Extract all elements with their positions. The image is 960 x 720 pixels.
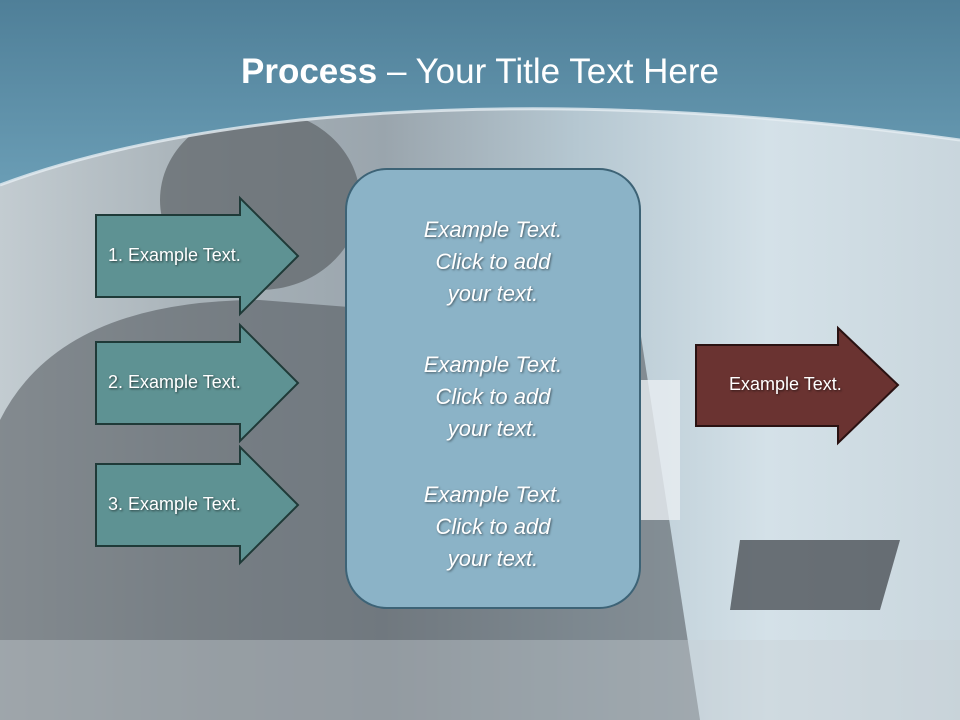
step-arrow-3[interactable]: [95, 444, 300, 566]
line: Click to add: [435, 384, 551, 409]
line: your text.: [447, 416, 539, 441]
center-text-box[interactable]: Example Text. Click to add your text. Ex…: [345, 168, 641, 609]
result-label: Example Text.: [729, 374, 842, 394]
center-paragraph-1: Example Text. Click to add your text.: [347, 214, 639, 310]
line: your text.: [447, 546, 539, 571]
step-label-1: 1. Example Text.: [108, 245, 241, 265]
line: Click to add: [435, 514, 551, 539]
line: Example Text.: [423, 217, 563, 242]
line: your text.: [447, 281, 539, 306]
step-label-3: 3. Example Text.: [108, 494, 241, 514]
step-label-2: 2. Example Text.: [108, 372, 241, 392]
center-paragraph-2: Example Text. Click to add your text.: [347, 349, 639, 445]
slide-title: Process – Your Title Text Here: [0, 52, 960, 92]
result-arrow[interactable]: [695, 325, 900, 446]
step-arrow-2[interactable]: [95, 322, 300, 444]
line: Example Text.: [423, 352, 563, 377]
center-paragraph-3: Example Text. Click to add your text.: [347, 479, 639, 575]
line: Click to add: [435, 249, 551, 274]
line: Example Text.: [423, 482, 563, 507]
title-rest: – Your Title Text Here: [377, 52, 719, 91]
step-arrow-1[interactable]: [95, 195, 300, 317]
title-bold: Process: [241, 52, 378, 91]
header-banner: [0, 0, 960, 187]
